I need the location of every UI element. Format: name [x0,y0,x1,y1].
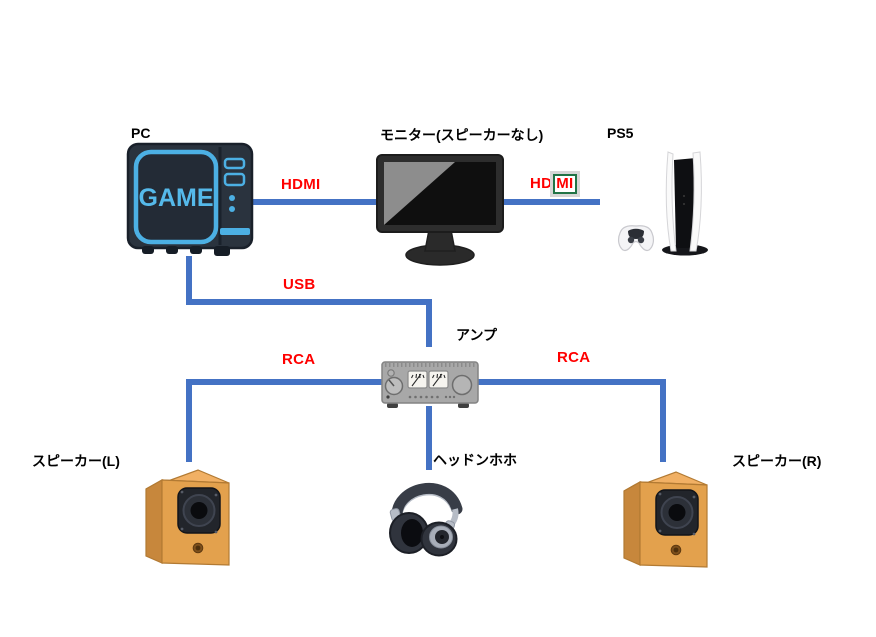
hdmi-pc-monitor-label: HDMI [281,176,321,193]
cable-hdmi-pc-monitor [252,199,378,205]
monitor-label: モニター(スピーカーなし) [380,127,544,143]
cable-usb-segment-1 [186,256,192,305]
ps5-illustration [617,151,708,256]
amp-label: アンプ [456,327,498,343]
cable-hdmi-monitor-ps5 [502,199,600,205]
cable-headphones-vertical [426,406,432,470]
ps5-label: PS5 [607,125,634,141]
cable-rca-left-vertical [186,379,192,462]
hdmi-label-selection-box: MI [553,174,577,194]
pc-screen-text: GAME [139,184,214,212]
cable-rca-right-horizontal [476,379,666,385]
pc-label: PC [131,125,151,141]
cable-usb-segment-3 [426,299,432,347]
speaker-l-label: スピーカー(L) [32,453,120,469]
hdmi-label-prefix: HD [530,175,553,192]
monitor-illustration [376,154,504,266]
rca-left-label: RCA [282,351,316,368]
rca-right-label: RCA [557,349,591,366]
cable-rca-right-vertical [660,379,666,462]
amplifier-illustration [381,361,479,408]
speaker-right-illustration [623,471,708,568]
headphones-illustration [389,483,463,557]
speaker-r-label: スピーカー(R) [732,453,822,469]
usb-label: USB [283,276,316,293]
cable-rca-left-horizontal [186,379,384,385]
headphones-label: ヘッドンホホ [433,452,517,468]
speaker-left-illustration [145,469,230,566]
pc-illustration: GAME [126,142,254,256]
cable-usb-segment-2 [186,299,432,305]
